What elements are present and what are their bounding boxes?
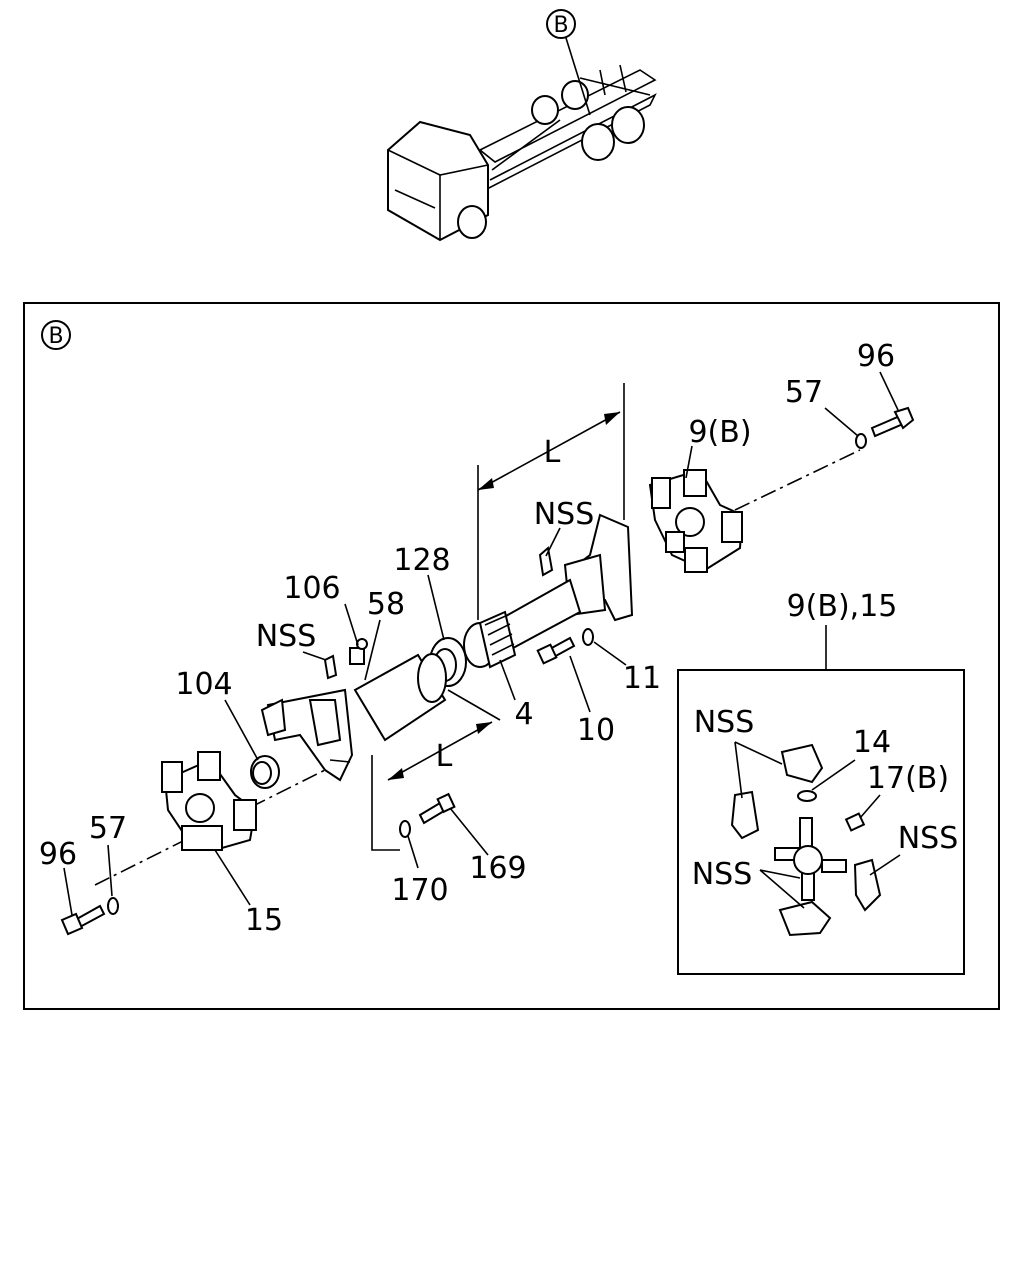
bolt-169 [418,792,456,825]
bolt-96-lower [60,904,106,936]
truck-overview-illustration: B [387,9,657,242]
label-nss-left: NSS [256,619,317,654]
callout-b-detail-label: B [48,324,63,349]
label-nss-upper: NSS [534,497,595,532]
inset-bearing-cap-left [730,790,760,840]
label-96-upper: 96 [857,339,895,374]
nss-clip-left [323,654,338,680]
inset-title: 9(B),15 [787,589,898,624]
inset-grease-fitting-17b [844,812,866,832]
inset-label-14: 14 [853,725,891,760]
label-4: 4 [514,697,533,732]
label-15: 15 [245,903,283,938]
label-57-upper: 57 [785,375,823,410]
label-104: 104 [175,667,232,702]
inset-label-nss-right: NSS [898,821,959,856]
label-10: 10 [577,713,615,748]
label-58: 58 [367,587,405,622]
nss-clip-upper [538,546,554,577]
dimension-l-upper [477,383,625,620]
universal-joint-upper [648,468,744,573]
splined-shaft-4 [463,610,517,669]
label-57-lower: 57 [89,811,127,846]
washer-170 [399,820,411,838]
label-128: 128 [393,543,450,578]
label-11: 11 [623,661,661,696]
inset-bearing-cap-bottom [778,900,832,937]
washer-57-upper [855,433,867,449]
dimension-l-lower-label: L [436,739,453,774]
inset-frame [677,669,965,975]
slip-yoke-upper [488,513,634,657]
inset-bearing-cap-top [780,743,824,784]
washer-57-lower [107,897,119,915]
label-169: 169 [469,851,526,886]
bolt-10 [536,636,576,665]
callout-b-top-circle [546,9,576,39]
inset-washer-14 [797,790,817,802]
inset-leader-lines [734,741,901,909]
callout-b-detail-circle [41,320,71,350]
callout-b-top-label: B [553,13,568,38]
inset-label-nss-bottom: NSS [692,857,753,892]
dimension-l-upper-label: L [544,435,561,470]
washer-11 [582,628,594,646]
inset-cross-spider [774,817,847,901]
inset-label-nss-top: NSS [694,705,755,740]
tube-58 [353,653,447,742]
label-106: 106 [283,571,340,606]
leader-lines [63,371,899,916]
label-96-lower: 96 [39,837,77,872]
inset-label-17b: 17(B) [867,761,949,796]
universal-joint-lower [161,751,257,852]
inset-bearing-cap-right [853,858,882,912]
plug-104 [250,755,280,789]
grease-fitting-106 [349,638,368,665]
detail-frame [23,302,1000,1010]
slip-yoke-lower [260,688,354,782]
label-9b: 9(B) [688,415,751,450]
bolt-96-upper [870,406,915,438]
dimension-l-lower [371,689,501,851]
label-170: 170 [391,873,448,908]
